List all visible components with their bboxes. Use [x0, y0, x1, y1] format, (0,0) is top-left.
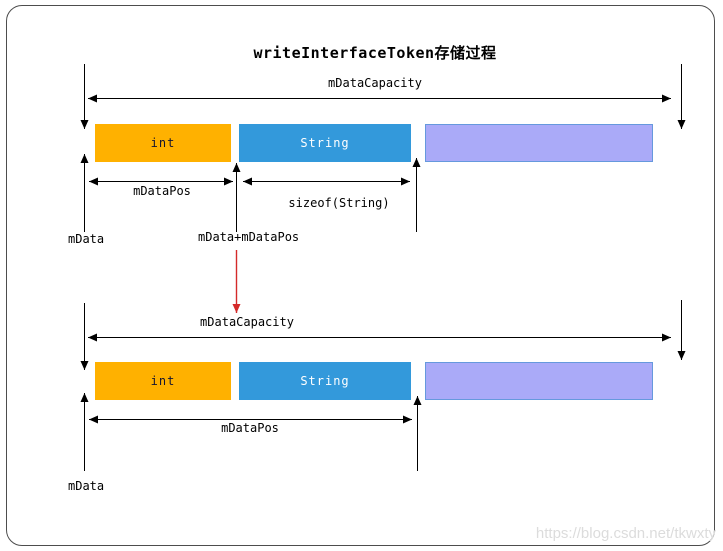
box-empty-top [425, 124, 653, 162]
label-mdatapos-top: mDataPos [133, 184, 191, 198]
box-string-top: String [239, 124, 411, 162]
label-mdatapos-bottom: mDataPos [221, 421, 279, 435]
diagram-title: writeInterfaceToken存储过程 [253, 44, 497, 62]
box-empty-bottom [425, 362, 653, 400]
box-string-bottom: String [239, 362, 411, 400]
label-mdata-top: mData [68, 232, 105, 246]
box-int-bottom: int [95, 362, 231, 400]
label-mdatacapacity-top: mDataCapacity [328, 76, 422, 90]
label-mdata-plus-mdatapos: mData+mDataPos [198, 230, 300, 244]
label-mdata-bottom: mData [68, 479, 105, 493]
label-sizeof-string: sizeof(String) [288, 196, 390, 210]
csdn-watermark: https://blog.csdn.net/tkwxty [535, 525, 716, 542]
label-mdatacapacity-bottom: mDataCapacity [200, 315, 294, 329]
box-int-top: int [95, 124, 231, 162]
